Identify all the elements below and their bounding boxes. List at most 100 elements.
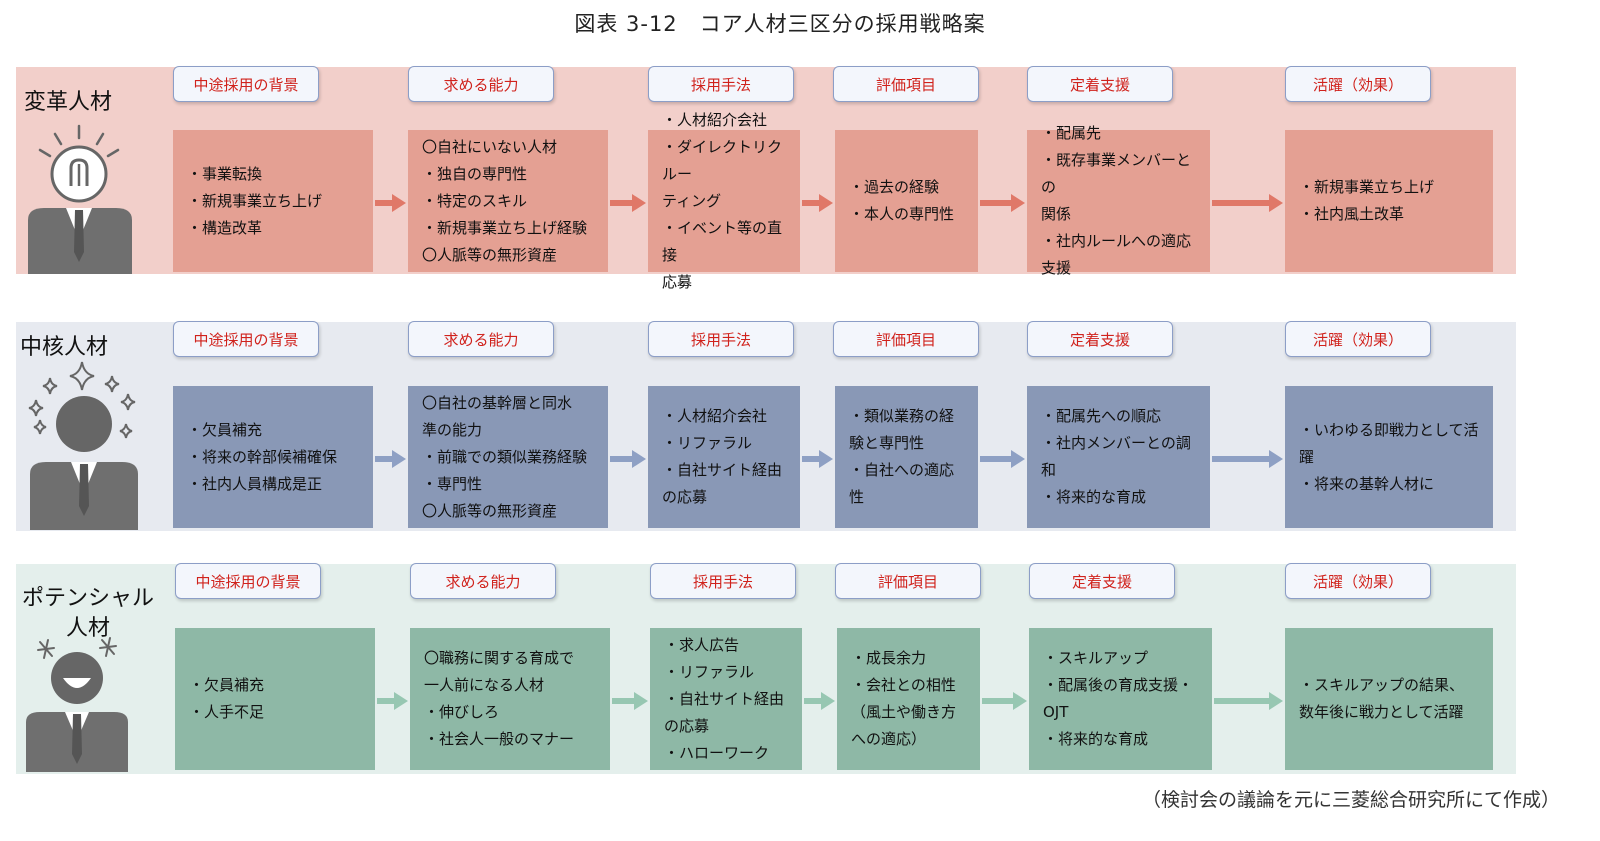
cell-line: ・欠員補充: [187, 420, 263, 439]
cell-line: ・前職での類似業務経験: [422, 447, 588, 466]
category-label-line-1: ポテンシャル: [22, 586, 155, 611]
cell-line: ・会社との相性: [851, 676, 956, 694]
cell-line: ・類似業務の経: [849, 407, 955, 425]
flow-arrow-icon: [612, 692, 648, 710]
cell-evaluation: ・類似業務の経験と専門性・自社への適応性: [835, 386, 978, 528]
cell-retention: ・配属先への順応・社内メンバーとの調和・将来的な育成: [1027, 386, 1210, 528]
header-ability: 求める能力: [410, 563, 556, 599]
cell-line: ・将来の幹部候補確保: [187, 447, 338, 466]
cell-line: 一人前になる人材: [424, 676, 545, 694]
cell-effect: ・いわゆる即戦力として活躍・将来の基幹人材に: [1285, 386, 1493, 528]
cell-line: ・将来的な育成: [1041, 488, 1147, 506]
cell-line: 性: [849, 488, 865, 506]
cell-background: ・事業転換・新規事業立ち上げ・構造改革: [173, 130, 373, 272]
header-background: 中途採用の背景: [173, 321, 319, 357]
source-note: （検討会の議論を元に三菱総合研究所にて作成）: [1141, 789, 1560, 811]
flow-arrow-icon: [804, 692, 835, 710]
cell-line: ・社内風土改革: [1299, 205, 1405, 223]
cell-line: ・専門性: [422, 474, 483, 493]
cell-evaluation: ・過去の経験・本人の専門性: [835, 130, 978, 272]
cell-ability: 〇職務に関する育成で一人前になる人材・伸びしろ・社会人一般のマナー: [410, 628, 610, 770]
cell-line: ・人手不足: [189, 703, 265, 721]
cell-line: ・人材紹介会社: [662, 407, 768, 425]
cell-line: ・イベント等の直接: [662, 218, 783, 264]
cell-line: ・将来の基幹人材に: [1299, 474, 1435, 493]
cell-line: ・自社サイト経由: [664, 689, 785, 708]
cell-method: ・人材紹介会社・ダイレクトリクルーティング・イベント等の直接応募: [648, 111, 800, 291]
cell-line: ・いわゆる即戦力として活: [1299, 420, 1479, 439]
header-evaluation: 評価項目: [833, 66, 979, 102]
cell-line: 〇人脈等の無形資産: [422, 245, 558, 264]
cell-line: 〇人脈等の無形資産: [422, 501, 558, 520]
cell-line: ・社会人一般のマナー: [424, 730, 575, 748]
flow-arrow-icon: [1212, 194, 1283, 212]
header-retention: 定着支援: [1027, 321, 1173, 357]
flow-arrow-icon: [1214, 692, 1283, 710]
cell-line: ・社内ルールへの適応: [1041, 232, 1192, 250]
flow-arrow-icon: [375, 450, 406, 468]
cell-line: ・配属後の育成支援・: [1043, 676, 1194, 694]
cell-line: （風土や働き方: [851, 703, 957, 721]
cell-line: ・ダイレクトリクルー: [662, 137, 783, 183]
cell-method: ・求人広告・リファラル・自社サイト経由の応募・ハローワーク: [650, 628, 802, 770]
cell-background: ・欠員補充・将来の幹部候補確保・社内人員構成是正: [173, 386, 373, 528]
cell-line: ティング: [662, 191, 722, 210]
cell-line: ・リファラル: [662, 434, 753, 452]
header-effect: 活躍（効果）: [1285, 66, 1431, 102]
cell-line: ・配属先: [1041, 124, 1102, 142]
cell-line: ・構造改革: [187, 218, 263, 237]
header-retention: 定着支援: [1027, 66, 1173, 102]
cell-line: ・求人広告: [664, 635, 740, 654]
flow-arrow-icon: [980, 450, 1025, 468]
cell-method: ・人材紹介会社・リファラル・自社サイト経由の応募: [648, 386, 800, 528]
cell-line: の応募: [664, 716, 710, 735]
flow-arrow-icon: [610, 450, 646, 468]
cell-line: ・将来的な育成: [1043, 730, 1149, 748]
cell-ability: 〇自社にいない人材・独自の専門性・特定のスキル・新規事業立ち上げ経験〇人脈等の無…: [408, 130, 608, 272]
cell-line: ・ハローワーク: [664, 743, 770, 762]
cell-evaluation: ・成長余力・会社との相性 （風土や働き方への適応）: [837, 628, 980, 770]
cell-line: ・人材紹介会社: [662, 110, 768, 129]
flow-arrow-icon: [982, 692, 1027, 710]
header-evaluation: 評価項目: [833, 321, 979, 357]
flow-arrow-icon: [610, 194, 646, 212]
cell-line: ・リファラル: [664, 662, 755, 681]
cell-line: ・過去の経験: [849, 178, 940, 196]
header-effect: 活躍（効果）: [1285, 321, 1431, 357]
header-background: 中途採用の背景: [173, 66, 319, 102]
flow-arrow-icon: [980, 194, 1025, 212]
header-evaluation: 評価項目: [835, 563, 981, 599]
cell-line: 躍: [1299, 447, 1315, 466]
header-method: 採用手法: [648, 66, 794, 102]
cell-line: ・独自の専門性: [422, 164, 528, 183]
cell-line: ・社内メンバーとの調和: [1041, 434, 1191, 479]
cell-line: 〇自社の基幹層と同水: [422, 393, 573, 412]
cell-line: ・配属先への順応: [1041, 407, 1162, 425]
cell-effect: ・新規事業立ち上げ・社内風土改革: [1285, 130, 1493, 272]
flow-arrow-icon: [377, 692, 408, 710]
flow-arrow-icon: [802, 194, 833, 212]
cell-line: への適応）: [851, 730, 927, 748]
header-retention: 定着支援: [1029, 563, 1175, 599]
cell-line: 支援: [1041, 259, 1072, 277]
figure-title: 図表 3-12 コア人材三区分の採用戦略案: [574, 12, 986, 36]
cell-line: ・新規事業立ち上げ: [1299, 178, 1435, 196]
cell-line: ・特定のスキル: [422, 191, 528, 210]
cell-line: ・社内人員構成是正: [187, 474, 323, 493]
cell-line: ・成長余力: [851, 649, 927, 667]
cell-line: ・既存事業メンバーとの: [1041, 151, 1192, 196]
category-label-line-2: 人材: [66, 616, 111, 641]
cell-line: ・伸びしろ: [424, 703, 500, 721]
sparkle-head-person-icon: [28, 361, 138, 530]
cell-retention: ・配属先・既存事業メンバーとの関係・社内ルールへの適応支援: [1027, 124, 1210, 277]
header-background: 中途採用の背景: [175, 563, 321, 599]
flow-arrow-icon: [1212, 450, 1283, 468]
header-effect: 活躍（効果）: [1285, 563, 1431, 599]
cell-line: ・スキルアップ: [1043, 649, 1149, 667]
cell-line: 準の能力: [422, 420, 483, 439]
header-ability: 求める能力: [408, 66, 554, 102]
cell-line: OJT: [1043, 703, 1069, 721]
cell-line: の応募: [662, 488, 708, 506]
flow-arrow-icon: [375, 194, 406, 212]
lightbulb-head-person-icon: [28, 124, 132, 274]
